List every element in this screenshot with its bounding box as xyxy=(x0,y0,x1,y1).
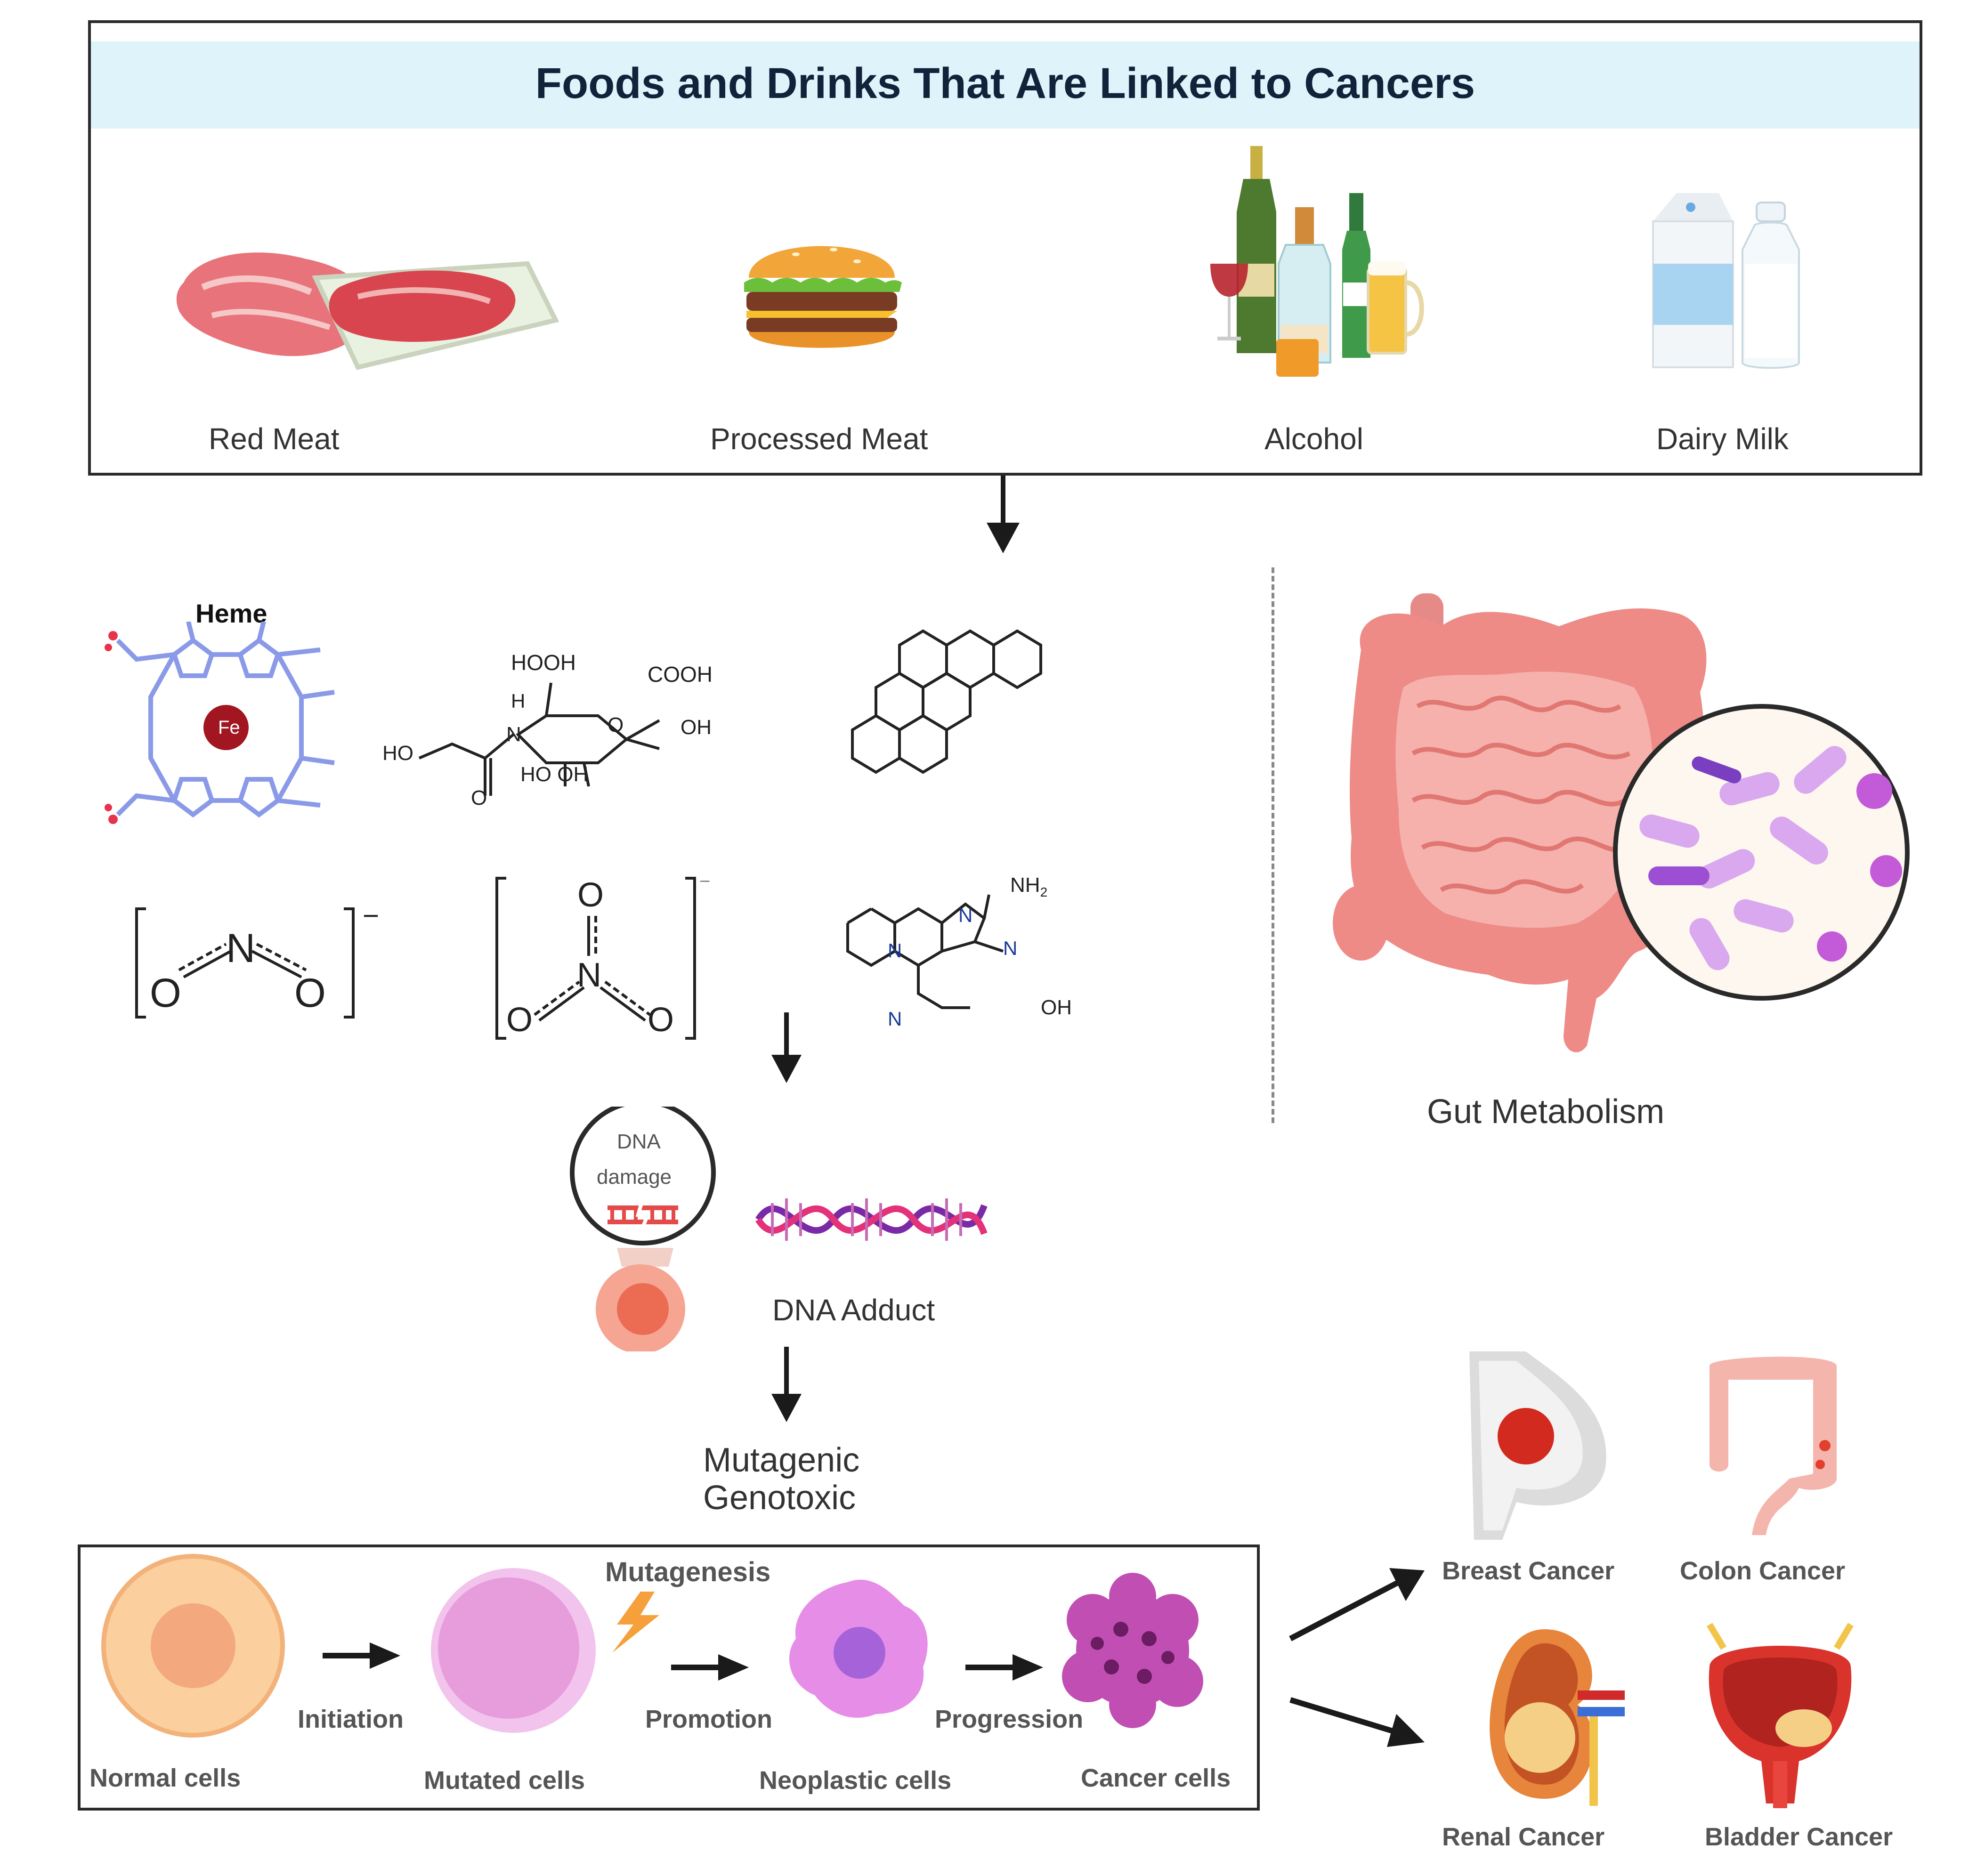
alcohol-bottles-icon xyxy=(1210,146,1424,377)
nitrate-n-label: N xyxy=(577,956,601,994)
nitrate-molecule xyxy=(495,877,696,1040)
normal-cell-icon xyxy=(101,1554,285,1738)
title-band xyxy=(91,41,1920,129)
step-label-progression: Progression xyxy=(935,1705,1084,1733)
amine-n4-label: N xyxy=(888,1008,902,1030)
amine-oh-label: OH xyxy=(1041,996,1072,1019)
acid-ring-o-label: O xyxy=(608,713,624,736)
arrow-to-cancers-upper xyxy=(1289,1568,1425,1642)
stage-label-neoplastic-cells: Neoplastic cells xyxy=(759,1766,952,1795)
acid-oh-label: OH xyxy=(681,716,712,739)
dna-helix-icon xyxy=(755,1198,988,1241)
amine-n3-label: N xyxy=(888,939,902,962)
genotoxic-label: Genotoxic xyxy=(703,1479,856,1517)
acid-top-label: HOOH xyxy=(511,650,576,675)
acid-bottom-label: HO OH xyxy=(520,763,589,786)
breast-cancer-icon xyxy=(1469,1351,1606,1540)
renal-cancer-icon xyxy=(1490,1629,1625,1806)
sialic-acid-molecule xyxy=(418,682,660,796)
gut-intestine-icon xyxy=(1333,593,1707,1052)
bacteria-magnifier-icon xyxy=(1613,704,1910,1001)
acid-ho-label: HO xyxy=(382,742,413,765)
heme-fe-label: Fe xyxy=(218,717,240,738)
step-label-initiation: Initiation xyxy=(298,1705,404,1733)
dna-damage-line2: damage xyxy=(597,1165,672,1189)
mutated-cell-icon xyxy=(431,1568,596,1733)
cancer-label-colon: Colon Cancer xyxy=(1680,1557,1846,1585)
mutagenesis-label: Mutagenesis xyxy=(605,1557,771,1587)
nitrite-n-label: N xyxy=(226,926,256,971)
acid-carbonyl-o-label: O xyxy=(471,786,487,809)
mutagenic-label: Mutagenic xyxy=(703,1441,860,1479)
cancer-label-renal: Renal Cancer xyxy=(1442,1823,1605,1851)
red-meat-icon xyxy=(176,252,559,370)
amine-n2-label: N xyxy=(1003,937,1018,959)
nitrate-charge-label: − xyxy=(699,871,711,892)
dna-damage-line1: DNA xyxy=(617,1130,661,1153)
arrow-down-mutagenic xyxy=(771,1347,802,1422)
stage-label-cancer-cells: Cancer cells xyxy=(1081,1764,1231,1792)
acid-h-label: H xyxy=(511,690,526,712)
arrow-promotion xyxy=(671,1654,749,1681)
benzopyrene-molecule xyxy=(851,629,1042,774)
nitrite-molecule xyxy=(135,907,355,1019)
acid-cooh-label: COOH xyxy=(648,662,713,687)
nitrite-charge-label: − xyxy=(363,900,380,931)
lightning-icon xyxy=(612,1592,659,1653)
dna-adduct-label: DNA Adduct xyxy=(772,1293,935,1327)
heme-molecule xyxy=(105,622,335,824)
step-label-promotion: Promotion xyxy=(645,1705,772,1733)
nitrate-o-top-label: O xyxy=(577,876,604,914)
arrow-initiation xyxy=(323,1642,400,1669)
cancer-label-breast: Breast Cancer xyxy=(1442,1557,1615,1585)
nitrate-o1-label: O xyxy=(506,1001,533,1039)
arrow-down-main xyxy=(987,476,1020,553)
amine-nh2-subscript: 2 xyxy=(1040,884,1048,899)
cancer-label-bladder: Bladder Cancer xyxy=(1705,1823,1893,1851)
arrow-down-dna xyxy=(771,1012,802,1083)
heme-label: Heme xyxy=(195,598,267,628)
nitrite-o2-label: O xyxy=(294,970,326,1016)
dna-damage-icon xyxy=(570,1107,716,1351)
nitrate-o2-label: O xyxy=(648,1001,674,1039)
colon-cancer-icon xyxy=(1710,1357,1837,1535)
stage-label-mutated-cells: Mutated cells xyxy=(424,1766,585,1795)
foods-box xyxy=(88,20,1922,476)
nitrite-o1-label: O xyxy=(150,970,181,1016)
diagram-title: Foods and Drinks That Are Linked to Canc… xyxy=(535,59,1475,107)
bladder-cancer-icon xyxy=(1706,1623,1854,1808)
cancer-cell-icon xyxy=(1062,1573,1203,1728)
neoplastic-cell-icon xyxy=(789,1579,928,1718)
stage-label-normal-cells: Normal cells xyxy=(89,1764,241,1792)
food-label-alcohol: Alcohol xyxy=(1264,422,1363,456)
arrow-progression xyxy=(965,1654,1043,1681)
amine-n1-label: N xyxy=(958,904,973,926)
heterocyclic-amine-molecule xyxy=(846,894,1004,1009)
carcinogenesis-box xyxy=(78,1544,1260,1811)
food-label-dairy-milk: Dairy Milk xyxy=(1656,422,1789,456)
amine-nh-text: NH xyxy=(1010,873,1040,897)
acid-n-label: N xyxy=(506,723,521,746)
amine-nh2-label: NH2 xyxy=(1010,873,1047,900)
gut-metabolism-label: Gut Metabolism xyxy=(1427,1093,1665,1131)
food-label-red-meat: Red Meat xyxy=(209,422,340,456)
arrow-to-cancers-lower xyxy=(1289,1697,1425,1747)
food-label-processed-meat: Processed Meat xyxy=(710,422,928,456)
dashed-separator xyxy=(1272,567,1274,1123)
milk-carton-icon xyxy=(1652,193,1800,369)
burger-icon xyxy=(744,246,902,348)
